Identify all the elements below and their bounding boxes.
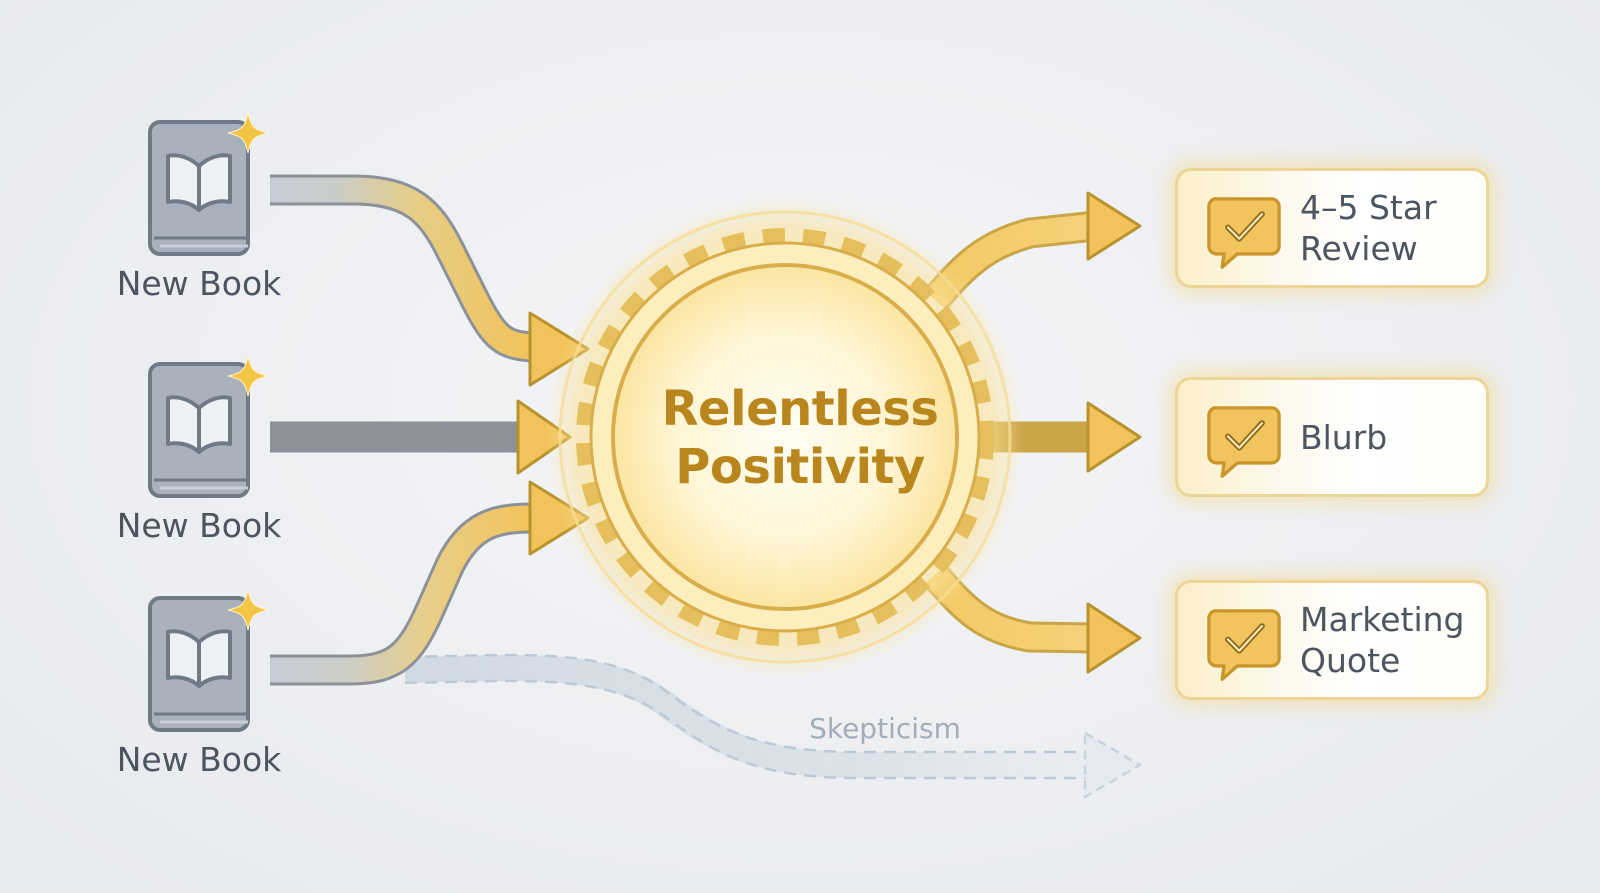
book-icon [148, 596, 250, 732]
input-arrow-1 [270, 174, 590, 387]
book-icon [148, 120, 250, 256]
book-label: New Book [116, 506, 282, 545]
input-arrow-3 [270, 480, 590, 686]
book-icon [148, 362, 250, 498]
book-label: New Book [116, 740, 282, 779]
output-box-blurb: Blurb [1175, 377, 1489, 497]
sparkle-icon [227, 589, 269, 631]
input-arrow-2 [270, 399, 572, 475]
sparkle-icon [227, 355, 269, 397]
book-label: New Book [116, 264, 282, 303]
output-label-line1: Blurb [1300, 417, 1388, 457]
relentless-positivity-hub [545, 197, 1025, 677]
skepticism-arrow [404, 653, 1143, 800]
output-label-line2: Review [1300, 229, 1418, 268]
output-label-line2: Quote [1300, 641, 1401, 680]
output-label-line1: Marketing [1300, 600, 1465, 639]
check-speech-bubble-icon [1206, 406, 1282, 480]
check-speech-bubble-icon [1206, 197, 1282, 271]
sparkle-icon [227, 112, 269, 154]
hub-title-line1: Relentless [661, 381, 939, 437]
check-speech-bubble-icon [1206, 609, 1282, 683]
hub-title: Relentless Positivity [600, 380, 1000, 496]
output-box-marketing-quote: Marketing Quote [1175, 580, 1489, 700]
output-label-line1: 4–5 Star [1300, 188, 1437, 227]
hub-title-line2: Positivity [675, 439, 925, 495]
skepticism-label: Skepticism [809, 712, 961, 745]
output-box-star-review: 4–5 Star Review [1175, 168, 1489, 288]
